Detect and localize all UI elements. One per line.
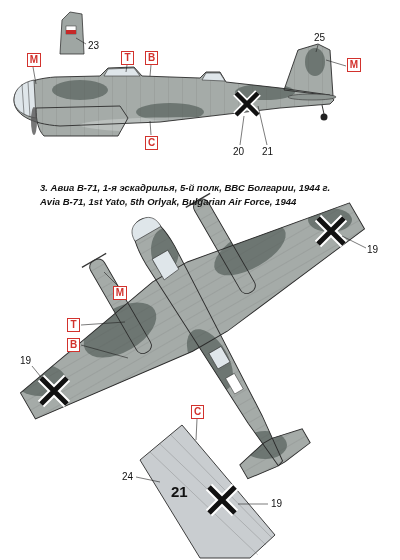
callout-letter: M [116,288,124,298]
callout-letter: M [30,55,38,65]
callout-letter: T [124,53,130,63]
callout-box: T [121,51,134,65]
callout-box: M [113,286,127,300]
callout-box: T [67,318,80,332]
callout-letter: B [70,340,77,350]
callout-box: M [347,58,361,72]
callout-box: C [145,136,158,150]
callout-number: 21 [262,146,273,157]
callout-number: 24 [122,471,133,482]
callout-box: B [145,51,158,65]
caption: 3. Авиа B-71, 1-я эскадрилья, 5-й полк, … [40,182,330,193]
callout-letter: M [350,60,358,70]
callout-number: 25 [314,32,325,43]
callout-box: C [191,405,204,419]
callout-number: 20 [233,146,244,157]
callout-letter: T [70,320,76,330]
callout-letter: C [194,407,201,417]
callout-number: 19 [271,498,282,509]
callout-box: M [27,53,41,67]
callout-number: 21 [171,484,188,499]
callout-number: 19 [367,244,378,255]
callout-number: 19 [20,355,31,366]
caption-line: Avia B-71, 1st Yato, 5th Orlyak, Bulgari… [40,196,296,207]
callout-letter: C [148,138,155,148]
callout-box: B [67,338,80,352]
callout-letter: B [148,53,155,63]
callout-number: 23 [88,40,99,51]
